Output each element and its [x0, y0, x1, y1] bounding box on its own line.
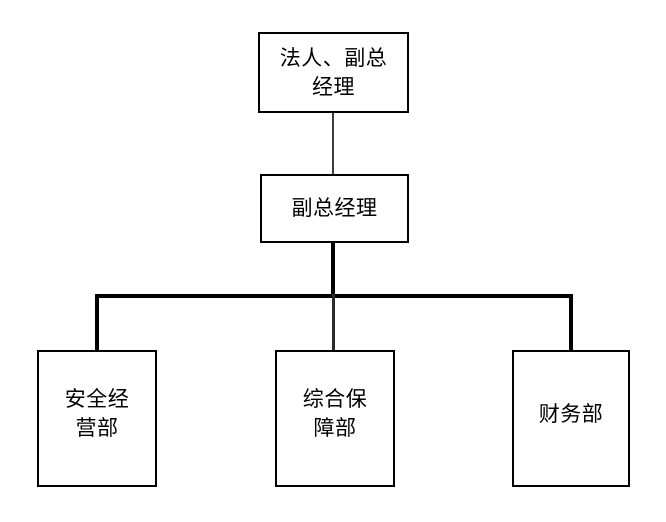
org-node-label: 安全经 营部: [64, 387, 130, 440]
connector-drop-dept-1: [332, 294, 335, 352]
org-node-label: 副总经理: [291, 196, 378, 221]
org-node-label: 综合保 障部: [302, 387, 368, 440]
connector-drop-dept-2: [569, 294, 573, 352]
org-node-safety-operations-dept[interactable]: 安全经 营部: [37, 350, 157, 487]
org-node-deputy-gm[interactable]: 副总经理: [260, 174, 409, 243]
connector-drop-dept-0: [95, 294, 99, 352]
org-node-finance-dept[interactable]: 财务部: [512, 350, 630, 487]
org-node-label: 法人、副总 经理: [279, 45, 388, 99]
org-node-label: 财务部: [538, 402, 604, 426]
org-node-general-support-dept[interactable]: 综合保 障部: [275, 350, 395, 487]
connector-deputy-stem: [331, 242, 335, 298]
org-node-legal-rep-deputy-gm[interactable]: 法人、副总 经理: [258, 32, 409, 113]
connector-top-to-deputy: [332, 112, 334, 175]
